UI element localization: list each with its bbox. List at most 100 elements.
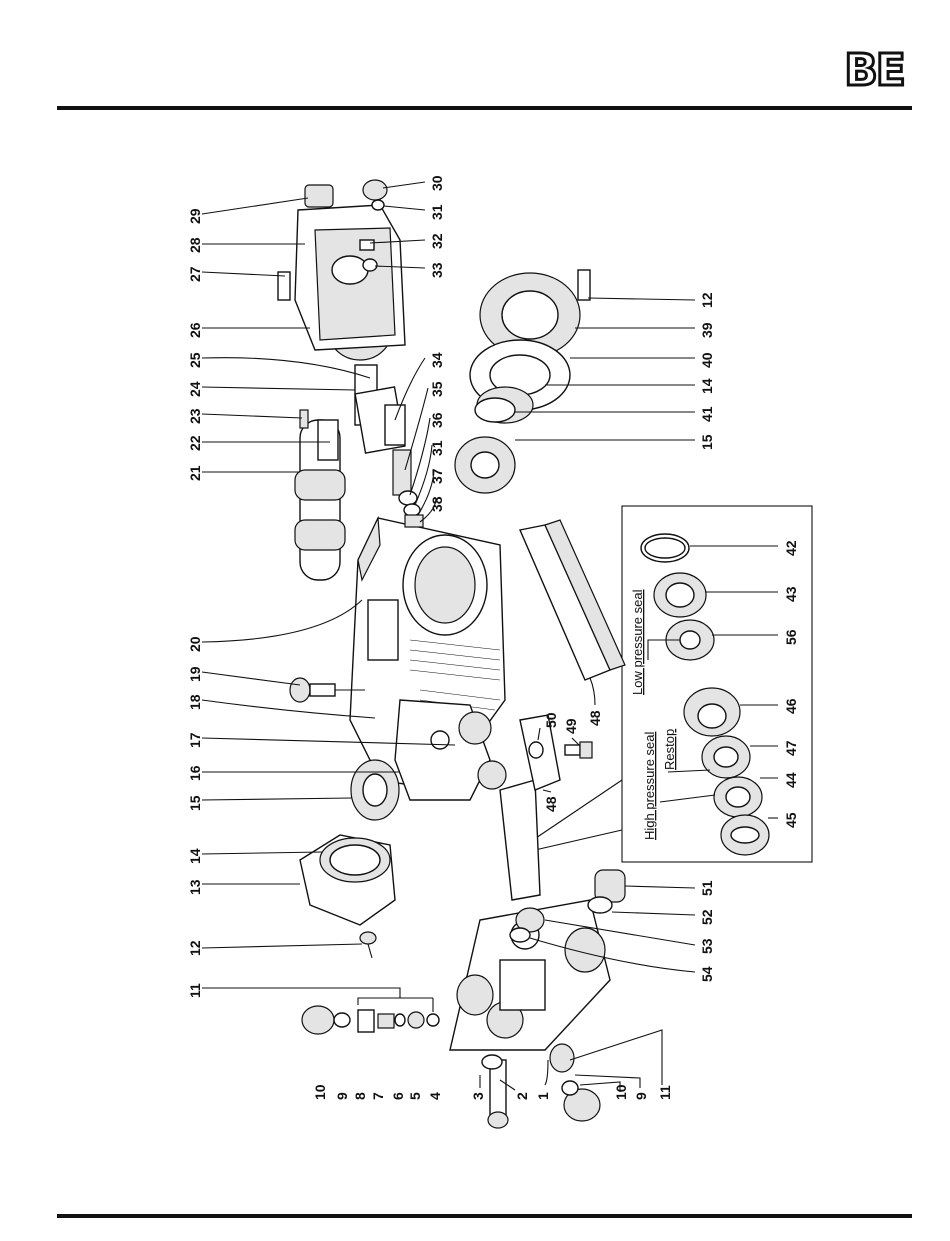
- callout-c45: 45: [783, 812, 799, 828]
- callout-c36: 36: [429, 412, 445, 428]
- seal-ring-45: [721, 815, 769, 855]
- spacer-36: [399, 491, 417, 505]
- callout-c34: 34: [429, 352, 445, 368]
- o-ring-31: [372, 200, 384, 210]
- valve-cap-10: [302, 1006, 334, 1034]
- callout-c48a: 48: [543, 796, 559, 812]
- valve-cap-lower: [562, 1081, 600, 1121]
- restop-label: Restop: [662, 729, 677, 770]
- callout-c27: 27: [187, 266, 203, 282]
- bearing-right: [455, 437, 515, 493]
- callout-c6: 6: [390, 1092, 406, 1100]
- callout-c9b: 9: [633, 1092, 649, 1100]
- callout-c7: 7: [370, 1092, 386, 1100]
- callout-c25: 25: [187, 352, 203, 368]
- callout-c38: 38: [429, 496, 445, 512]
- valve-assembly-lower: [550, 1044, 574, 1072]
- callout-c56: 56: [783, 629, 799, 645]
- callout-c31a: 31: [429, 204, 445, 220]
- callout-c14a: 14: [187, 848, 203, 864]
- plunger-35: [393, 450, 411, 495]
- high-pressure-seal-label: High pressure seal: [642, 732, 657, 840]
- callout-c4: 4: [427, 1092, 443, 1100]
- callout-c8: 8: [352, 1092, 368, 1100]
- callout-c50: 50: [543, 712, 559, 728]
- restop-ring-47: [702, 736, 750, 778]
- bearing-cover-left: [300, 835, 395, 925]
- callout-c10b: 10: [613, 1084, 629, 1100]
- piston-guide-34: [385, 405, 405, 445]
- bearing-left: [351, 760, 399, 820]
- plug-29: [305, 185, 333, 207]
- callout-c11b: 11: [657, 1085, 673, 1100]
- gasket-33: [363, 259, 377, 271]
- callout-c32: 32: [429, 233, 445, 249]
- high-pressure-seal-46: [684, 688, 740, 736]
- callout-c43: 43: [783, 586, 799, 602]
- screw-12-right: [578, 270, 590, 300]
- callout-c3: 3: [470, 1092, 486, 1100]
- spring-7: [378, 1014, 394, 1028]
- callout-c23: 23: [187, 408, 203, 424]
- callout-c14b: 14: [699, 378, 715, 394]
- callout-c53: 53: [699, 938, 715, 954]
- callout-c35: 35: [429, 381, 445, 397]
- callout-c17: 17: [187, 732, 203, 748]
- callout-c10a: 10: [312, 1084, 328, 1100]
- valve-guide-8: [358, 1010, 374, 1032]
- callout-c12a: 12: [187, 940, 203, 956]
- callout-c46: 46: [783, 698, 799, 714]
- callout-c28: 28: [187, 237, 203, 253]
- callout-c49: 49: [563, 718, 579, 734]
- washer-37: [404, 504, 420, 516]
- callout-c52: 52: [699, 909, 715, 925]
- callout-c24: 24: [187, 381, 203, 397]
- valve-plate-6: [395, 1014, 405, 1026]
- callout-c44: 44: [783, 772, 799, 788]
- crankcase-housing: [350, 518, 506, 800]
- callout-c31b: 31: [429, 440, 445, 456]
- sleeve-guide: [500, 780, 540, 900]
- callout-c33: 33: [429, 262, 445, 278]
- callout-c22: 22: [187, 435, 203, 451]
- callout-c41: 41: [699, 406, 715, 422]
- callout-c2: 2: [514, 1092, 530, 1100]
- washer-52: [588, 897, 612, 913]
- nut-38: [405, 515, 423, 527]
- callout-c19: 19: [187, 666, 203, 682]
- washer-50: [529, 742, 543, 758]
- washer-54: [510, 928, 530, 942]
- screw-12-left: [360, 932, 376, 958]
- rear-cover: [295, 205, 405, 350]
- low-pressure-seal-43: [654, 573, 706, 617]
- shim-41: [475, 398, 515, 422]
- callout-c54: 54: [699, 966, 715, 982]
- callout-c18: 18: [187, 694, 203, 710]
- callout-c21: 21: [187, 465, 203, 481]
- o-ring-4: [427, 1014, 439, 1026]
- callout-c11a: 11: [187, 983, 203, 998]
- high-pressure-leader: [660, 795, 715, 802]
- low-pressure-seal-label: Low pressure seal: [630, 589, 645, 695]
- callout-c40: 40: [699, 352, 715, 368]
- seal-ring-44: [714, 777, 762, 817]
- callout-c29: 29: [187, 208, 203, 224]
- callout-c5: 5: [407, 1092, 423, 1100]
- callout-c13: 13: [187, 879, 203, 895]
- callout-c47: 47: [783, 740, 799, 756]
- inset-connector-b: [535, 830, 622, 850]
- callout-c16: 16: [187, 765, 203, 781]
- valve-seat-5: [408, 1012, 424, 1028]
- callout-c51: 51: [699, 880, 715, 896]
- o-ring-9: [334, 1013, 350, 1027]
- crankshaft: [295, 420, 345, 580]
- seal-o-ring-42: [641, 534, 689, 562]
- bolt-2: [488, 1060, 508, 1128]
- callout-c9a: 9: [334, 1092, 350, 1100]
- callout-c20: 20: [187, 636, 203, 652]
- callout-c48b: 48: [587, 710, 603, 726]
- callout-c37: 37: [429, 468, 445, 484]
- washer-3: [482, 1055, 502, 1069]
